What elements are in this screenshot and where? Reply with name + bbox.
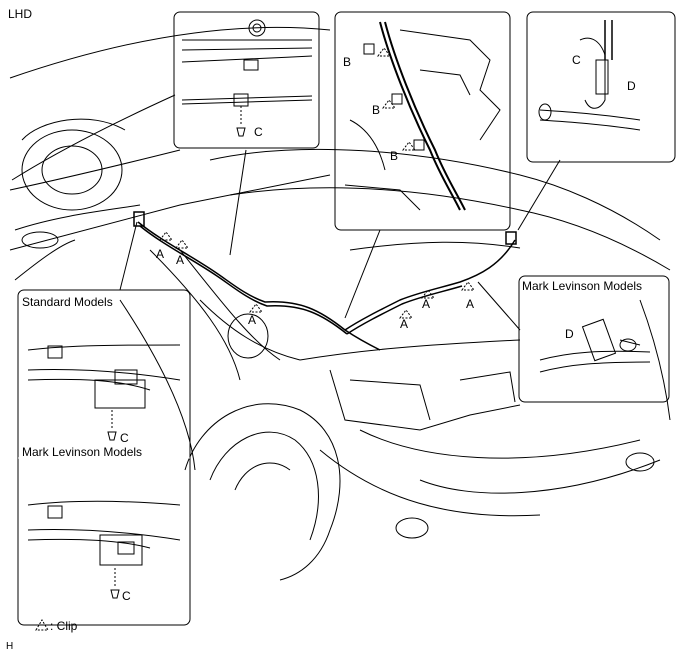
clip-markers [159, 231, 475, 319]
inset-frame-roof-clip [173, 11, 320, 149]
callout-b-2: B [372, 103, 381, 117]
inset-frame-trunk-harness [334, 11, 511, 231]
callout-c-standard: C [120, 431, 129, 445]
callout-a-3: A [248, 313, 257, 327]
mark-levinson-right-title: Mark Levinson Models [522, 279, 643, 293]
inset-frame-antenna-connector [526, 11, 676, 163]
car-body-outline [9, 26, 671, 581]
callout-d-mark-levinson: D [565, 327, 574, 341]
callout-a-1: A [156, 247, 165, 261]
inset-frame-mark-levinson-right [518, 275, 670, 403]
callout-c-mark-levinson: C [122, 589, 131, 603]
wire-harness-route [119, 149, 561, 351]
standard-models-title: Standard Models [22, 295, 113, 309]
footer-code: H [6, 641, 14, 652]
inset-roof-clip-art [181, 19, 313, 137]
inset-trunk-harness-art [344, 21, 501, 211]
callout-c-antenna: C [572, 53, 581, 67]
inset-antenna-connector-art [538, 20, 641, 131]
callout-a-6: A [466, 297, 475, 311]
callout-a-5: A [422, 297, 431, 311]
mark-levinson-left-title: Mark Levinson Models [22, 445, 143, 459]
inset-standard-models-art [18, 344, 190, 599]
callout-a-4: A [400, 317, 409, 331]
callout-d-antenna: D [627, 79, 636, 93]
corner-label: LHD [8, 7, 33, 21]
callout-b-3: B [390, 149, 399, 163]
callout-b-1: B [343, 55, 352, 69]
legend-triangle-icon [35, 619, 49, 631]
callout-a-2: A [176, 253, 185, 267]
legend-text: : Clip [50, 619, 78, 633]
callout-c-roof: C [254, 125, 263, 139]
inset-mark-levinson-right-art [539, 318, 651, 373]
